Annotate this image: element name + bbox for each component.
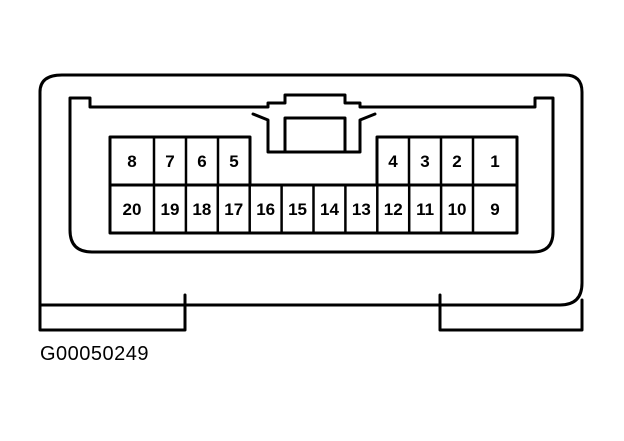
pin-label-10: 10 [448,200,467,219]
pin-label-6: 6 [197,152,206,171]
pin-dividers [152,137,475,233]
pin-label-5: 5 [229,152,238,171]
pin-label-11: 11 [416,200,434,219]
pin-label-4: 4 [388,152,398,171]
pin-label-8: 8 [127,152,136,171]
figure-id: G00050249 [40,343,150,365]
pin-label-9: 9 [490,200,499,219]
pin-label-14: 14 [320,200,339,219]
right-mounting-foot [438,293,584,332]
pin-label-3: 3 [420,152,429,171]
pin-label-12: 12 [384,200,403,219]
pin-label-18: 18 [192,200,211,219]
locking-tab-window [283,116,347,154]
pin-label-16: 16 [256,200,275,219]
pin-label-13: 13 [352,200,371,219]
pin-label-1: 1 [490,152,499,171]
pin-label-20: 20 [123,200,142,219]
locking-tab [251,112,377,154]
pin-label-2: 2 [452,152,461,171]
pin-label-15: 15 [288,200,307,219]
pin-label-17: 17 [224,200,243,219]
left-mounting-foot [38,293,187,332]
pin-label-7: 7 [165,152,174,171]
connector-housing-outer [38,73,584,307]
connector-face-inner [68,93,555,254]
pin-label-19: 19 [160,200,179,219]
